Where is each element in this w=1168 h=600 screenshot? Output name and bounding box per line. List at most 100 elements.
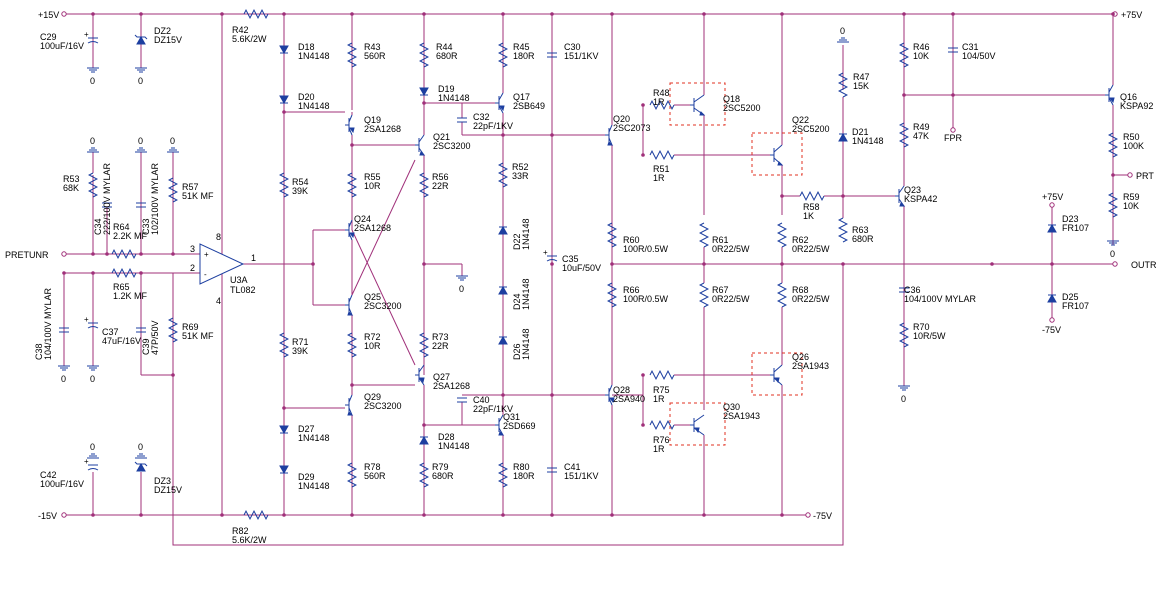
c38-value: 104/100V MYLAR — [43, 287, 53, 360]
c34-capacitor — [102, 202, 112, 208]
r69-value: 51K MF — [182, 331, 214, 341]
r80-value: 180R — [513, 471, 535, 481]
ground-symbol — [167, 147, 179, 153]
dz2-zener — [134, 34, 148, 45]
q22-dashed-box — [751, 132, 803, 176]
r71-resistor — [279, 332, 289, 358]
q17-ref: Q17 — [513, 92, 530, 102]
c38-ref: C38 — [34, 343, 44, 360]
r61-resistor — [699, 222, 709, 248]
r65-resistor — [111, 268, 137, 278]
q24-transistor — [345, 219, 355, 241]
d27-diode — [279, 425, 289, 435]
r50-resistor — [1108, 132, 1118, 158]
r43-resistor — [347, 42, 357, 68]
ground-label: 0 — [1110, 249, 1115, 259]
r57-resistor — [168, 177, 178, 203]
c34-ref: C34 — [93, 218, 103, 235]
q25-ref: Q25 — [364, 292, 381, 302]
r47-resistor — [838, 72, 848, 98]
d25-diode — [1047, 293, 1057, 303]
ground-label: 0 — [901, 394, 906, 404]
q18-transistor — [690, 94, 706, 116]
d20-ref: D20 — [298, 92, 315, 102]
r71-ref: R71 — [292, 337, 309, 347]
r54-value: 39K — [292, 186, 308, 196]
d23-ref: D23 — [1062, 214, 1079, 224]
q29-ref: Q29 — [364, 392, 381, 402]
opamp-pin-out: 1 — [251, 253, 256, 263]
c39-value: 47P/50V — [150, 320, 160, 355]
r60-resistor — [607, 222, 617, 248]
r76-value: 1R — [653, 444, 665, 454]
c42-value: 100uF/16V — [40, 479, 84, 489]
ground-label: 0 — [90, 136, 95, 146]
q26-dashed-box — [751, 352, 803, 396]
fpr-port-label: FPR — [944, 133, 963, 143]
rail-plus75-label: +75V — [1121, 10, 1142, 20]
r42-ref: R42 — [232, 25, 249, 35]
q25-transistor — [345, 294, 354, 316]
r67-resistor — [699, 282, 709, 308]
d26-diode — [498, 335, 508, 345]
opamp-part: TL082 — [230, 285, 256, 295]
r78-ref: R78 — [364, 462, 381, 472]
r55-resistor — [347, 172, 357, 198]
r43-ref: R43 — [364, 42, 381, 52]
q24-ref: Q24 — [354, 214, 371, 224]
r78-resistor — [347, 462, 357, 488]
c34-value: 222/100V MYLAR — [102, 162, 112, 235]
c30-ref: C30 — [564, 42, 581, 52]
c33-ref: C33 — [141, 218, 151, 235]
r70-ref: R70 — [913, 322, 930, 332]
r82-ref: R82 — [232, 526, 249, 536]
r50-value: 100K — [1123, 141, 1144, 151]
prt-port-label: PRT — [1136, 171, 1154, 181]
q23-transistor — [895, 185, 906, 207]
r51-ref: R51 — [653, 164, 670, 174]
q29-transistor — [345, 394, 354, 416]
r64-ref: R64 — [113, 222, 130, 232]
r63-value: 680R — [852, 234, 874, 244]
c31-value: 104/50V — [962, 51, 996, 61]
q23-ref: Q23 — [904, 185, 921, 195]
q31-ref: Q31 — [503, 412, 520, 422]
d20-value: 1N4148 — [298, 101, 330, 111]
ground-label: 0 — [61, 374, 66, 384]
c29-value: 100uF/16V — [40, 41, 84, 51]
q19-ref: Q19 — [364, 115, 381, 125]
r53-resistor — [88, 172, 98, 198]
rail-minus15-label: -15V — [38, 511, 57, 521]
svg-text:+: + — [543, 248, 548, 257]
r67-value: 0R22/5W — [712, 294, 750, 304]
r56-resistor — [419, 172, 429, 198]
r56-ref: R56 — [432, 172, 449, 182]
d21-ref: D21 — [852, 127, 869, 137]
r82-resistor — [243, 510, 269, 520]
r51-value: 1R — [653, 173, 665, 183]
c41-value: 151/1KV — [564, 471, 599, 481]
d29-ref: D29 — [298, 472, 315, 482]
d22-diode — [498, 225, 508, 235]
r67-ref: R67 — [712, 285, 729, 295]
ground-label: 0 — [90, 76, 95, 86]
d26-value: 1N4148 — [521, 328, 531, 360]
d27-ref: D27 — [298, 424, 315, 434]
r68-resistor — [777, 282, 787, 308]
d18-ref: D18 — [298, 42, 315, 52]
r61-ref: R61 — [712, 235, 729, 245]
c37-value: 47uF/16V — [102, 336, 141, 346]
c36-value: 104/100V MYLAR — [904, 294, 977, 304]
q16-ref: Q16 — [1120, 92, 1137, 102]
q21-ref: Q21 — [433, 132, 450, 142]
d22-value: 1N4148 — [521, 218, 531, 250]
c33-capacitor — [136, 202, 146, 208]
r76-ref: R76 — [653, 435, 670, 445]
q27-ref: Q27 — [433, 372, 450, 382]
q28-ref: Q28 — [613, 385, 630, 395]
ground-symbol — [1107, 235, 1119, 246]
d19-ref: D19 — [438, 84, 455, 94]
r80-ref: R80 — [513, 462, 530, 472]
r49-resistor — [899, 122, 909, 148]
q21-value: 2SC3200 — [433, 141, 471, 151]
